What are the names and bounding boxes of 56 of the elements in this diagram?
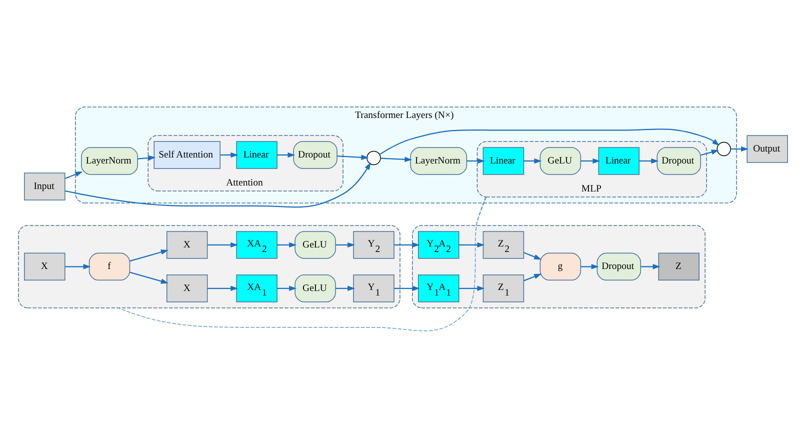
node-box: GeLU [540,147,582,175]
arrow [337,154,369,160]
arrow [130,272,168,284]
arrow [730,146,749,152]
arrow [459,242,485,248]
arrow [700,150,719,156]
node-box: Dropout [656,147,701,175]
node-box: GeLU [294,274,336,302]
arrow [277,286,297,292]
arrow [65,264,91,270]
arrow [394,242,420,248]
arrow [220,152,238,158]
connector [118,196,486,332]
arrow [524,274,542,282]
node-box: Linear [482,147,524,175]
arrow [466,158,485,164]
node-box: Dropout [293,141,338,169]
node-box: f [88,252,130,281]
node-circle [366,150,381,166]
arrow [394,286,420,292]
node-box: LayerNorm [410,147,468,175]
arrow [459,286,485,292]
arrow [524,158,542,164]
node-box: X [24,252,66,281]
node-box: Input [24,172,66,200]
arrow [640,264,660,270]
node-box: Linear [598,147,640,175]
node-box: X [166,274,208,302]
node-box: Linear [236,141,278,169]
connector [476,196,487,226]
arrow [580,264,599,270]
arrow [336,286,356,292]
arrow [380,156,412,162]
arrow [208,242,238,248]
arrow [130,250,168,262]
arrow [138,155,156,161]
node-box: Self Attention [154,141,220,169]
node-box: Z [658,252,700,281]
arrow [64,171,83,180]
arrow [65,162,371,208]
node-box: X [166,231,208,259]
cluster [18,225,400,308]
arrow [524,252,542,260]
arrow [639,158,659,164]
node-box: LayerNorm [81,147,138,175]
arrow [336,242,356,248]
node-circle [716,142,731,156]
node-box: g [540,252,582,281]
node-box: GeLU [294,231,336,259]
arrow [277,152,296,158]
arrow [208,286,238,292]
arrow [580,158,600,164]
arrow [379,128,720,155]
arrow [277,242,297,248]
node-box: Dropout [596,252,642,281]
node-box: Output [746,135,788,163]
